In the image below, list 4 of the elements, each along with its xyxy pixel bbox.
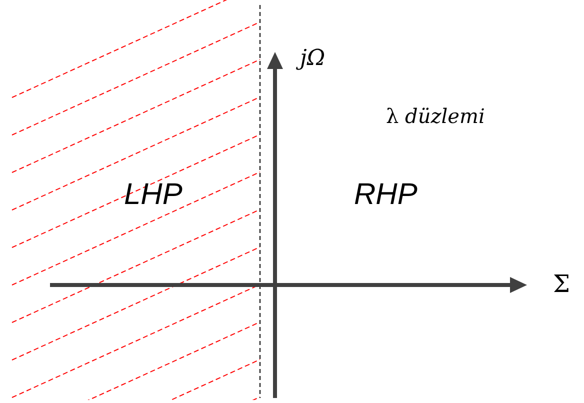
region-label: RHP bbox=[354, 180, 418, 210]
region-label: LHP bbox=[124, 180, 182, 210]
plane-label: λ düzlemi bbox=[386, 106, 485, 126]
axis-label: Σ bbox=[553, 272, 570, 296]
